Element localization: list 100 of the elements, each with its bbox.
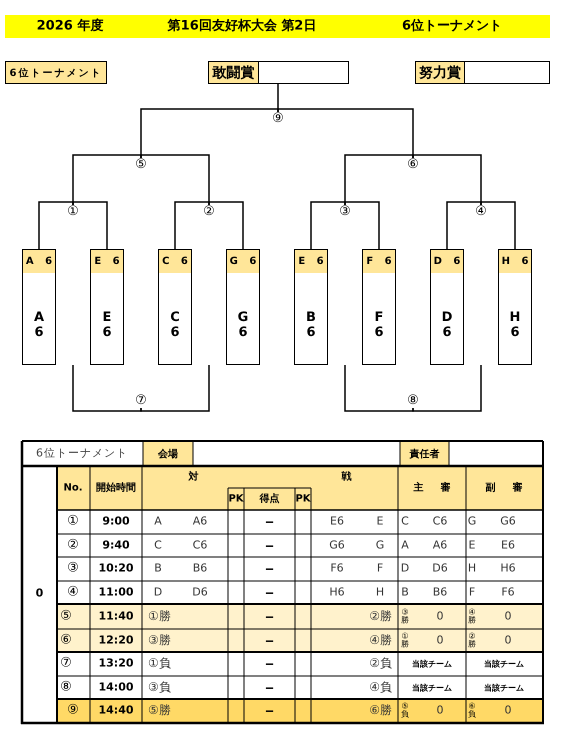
- group-number: 0: [36, 588, 44, 600]
- team-label: A 6: [32, 310, 46, 340]
- team-code: D6: [192, 586, 208, 599]
- referee-slot: ③勝: [400, 608, 410, 625]
- referee-count: 0: [436, 610, 444, 623]
- match-number: ⑥: [60, 633, 72, 648]
- match-number: ⑧: [407, 394, 419, 408]
- start-time: 9:00: [102, 516, 130, 528]
- start-time: 11:00: [98, 586, 134, 599]
- team-label: G 6: [236, 310, 250, 340]
- event-title: 第16回友好杯大会 第2日: [168, 19, 316, 34]
- match-number: ③: [67, 562, 79, 576]
- column-heading: No.: [63, 482, 83, 494]
- team-box: [90, 249, 124, 365]
- team-label: E 6: [101, 310, 113, 340]
- match-number: ③: [339, 205, 351, 219]
- referee-code: B6: [432, 586, 448, 599]
- match-number: ⑧: [60, 680, 72, 695]
- match-number: ④: [475, 205, 487, 219]
- match-slot: ⑤勝: [148, 704, 171, 718]
- bracket-line: [412, 365, 482, 412]
- referee-assignment: 当該チーム: [484, 682, 524, 692]
- team-code: C6: [192, 539, 208, 552]
- referee-code: F6: [501, 586, 515, 599]
- start-time: 11:40: [98, 610, 134, 623]
- bracket-line: [140, 365, 210, 412]
- column-heading: PK: [228, 493, 244, 505]
- team-box: [498, 249, 532, 365]
- supervisor-label: 責任者: [400, 441, 449, 466]
- start-time: 9:40: [102, 539, 130, 552]
- bracket-line: [446, 201, 482, 249]
- score-dash: －: [262, 678, 277, 696]
- referee-slot: ④勝: [467, 608, 477, 625]
- referee-count: 0: [504, 610, 512, 623]
- referee-team: F: [468, 586, 476, 599]
- team-header: D 6: [431, 250, 463, 273]
- match-slot: ②負: [369, 657, 392, 671]
- match-number: ⑤: [135, 158, 147, 172]
- team-name: G: [376, 539, 384, 552]
- section-label: 6位トーナメント: [5, 61, 107, 84]
- team-header: F 6: [363, 250, 395, 273]
- team-code: F6: [330, 562, 344, 576]
- referee-team: G: [468, 516, 476, 528]
- bracket-line: [344, 365, 414, 412]
- start-time: 14:40: [98, 704, 134, 718]
- referee-team: H: [468, 562, 476, 576]
- match-slot: ①負: [148, 657, 171, 671]
- start-time: 13:20: [98, 658, 134, 670]
- team-header: H 6: [499, 250, 531, 273]
- referee-count: 0: [504, 634, 512, 647]
- team-code: H6: [329, 586, 345, 599]
- score-dash: －: [262, 632, 277, 650]
- team-header: E 6: [295, 250, 327, 273]
- team-box: [362, 249, 396, 365]
- team-name: D: [154, 586, 162, 599]
- team-box: [294, 249, 328, 365]
- year-text: 2026 年度: [36, 19, 104, 34]
- team-code: B6: [192, 562, 208, 576]
- referee-slot: ②勝: [467, 632, 477, 649]
- team-name: C: [154, 539, 162, 552]
- referee-code: A6: [432, 539, 448, 552]
- score-dash: －: [262, 584, 277, 602]
- referee-assignment: 当該チーム: [412, 659, 452, 669]
- match-number: ②: [203, 205, 215, 219]
- referee-slot: ⑥負: [467, 702, 477, 720]
- bracket-line: [72, 365, 142, 412]
- referee-count: 0: [436, 704, 444, 718]
- column-heading: 主 審: [413, 482, 451, 494]
- match-number: ⑨: [67, 704, 79, 718]
- bracket-line: [480, 201, 516, 249]
- bracket-line: [344, 201, 380, 249]
- tournament-title: 6位トーナメント: [402, 19, 502, 34]
- award-label: 敢闘賞: [209, 62, 259, 83]
- team-header: G 6: [227, 250, 259, 273]
- venue-label: 会場: [143, 441, 193, 466]
- match-number: ④: [67, 585, 79, 600]
- team-name: F: [376, 562, 384, 576]
- referee-slot: ⑤負: [400, 702, 410, 720]
- referee-count: 0: [504, 704, 512, 718]
- team-name: H: [376, 586, 384, 599]
- team-header: A 6: [23, 250, 55, 273]
- referee-assignment: 当該チーム: [412, 682, 452, 692]
- table-title: 6位トーナメント: [36, 447, 128, 460]
- column-heading: 得点: [260, 493, 280, 505]
- column-heading: 副 審: [485, 482, 523, 494]
- match-slot: ③負: [148, 680, 171, 694]
- match-slot: ①勝: [148, 610, 171, 624]
- referee-team: C: [401, 516, 409, 528]
- match-number: ⑦: [60, 656, 72, 672]
- referee-team: E: [468, 539, 476, 552]
- score-dash: －: [262, 608, 277, 626]
- team-label: B 6: [305, 310, 317, 340]
- bracket-line: [208, 201, 244, 249]
- bracket-line: [72, 201, 108, 249]
- team-label: H 6: [508, 310, 522, 340]
- bracket-line: [38, 201, 74, 249]
- match-number: ①: [67, 205, 79, 219]
- team-label: C 6: [169, 310, 181, 340]
- match-number: ⑦: [135, 394, 147, 408]
- match-slot: ②勝: [369, 610, 392, 624]
